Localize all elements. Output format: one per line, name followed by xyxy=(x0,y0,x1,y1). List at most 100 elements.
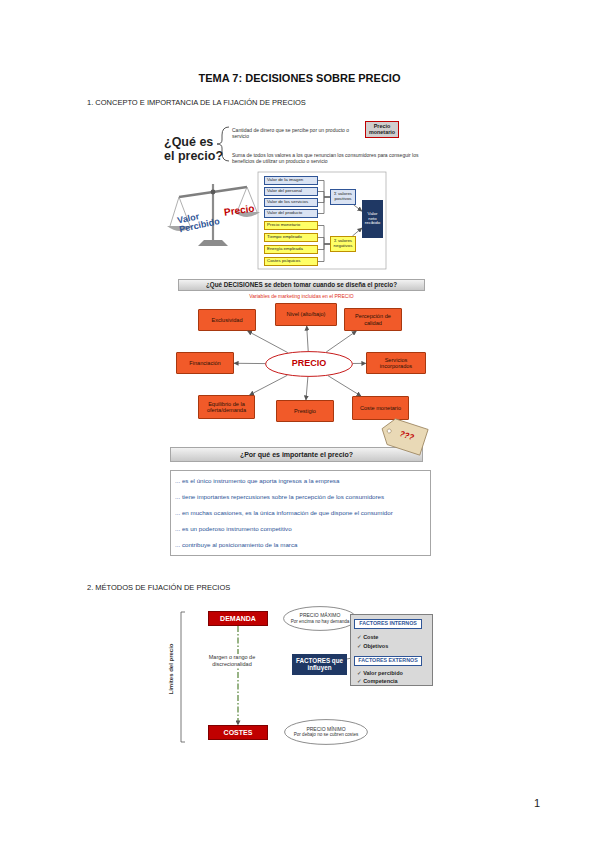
axis-label: Límites del precio xyxy=(168,624,174,714)
box-text: ... es el único instrumento que aporta i… xyxy=(175,477,339,484)
factor-box: FACTORES que influyen xyxy=(292,654,347,675)
connector xyxy=(318,197,330,214)
box-text: FACTORES que influyen xyxy=(293,658,346,672)
box-text: Tiempo empleado xyxy=(267,235,302,240)
limit-box: DEMANDA xyxy=(208,611,268,626)
ellipse-shape xyxy=(266,352,353,377)
variable-box: Equilibrio de la oferta/demanda xyxy=(198,395,255,419)
box-text: Σ valores positivos xyxy=(331,192,355,202)
tag-hole xyxy=(387,428,392,433)
box-text: ... es un poderoso instrumento competiti… xyxy=(175,525,292,532)
table-frame xyxy=(258,172,386,269)
value-item: Valor del producto xyxy=(264,209,318,218)
box-text: ✓ Objetivos xyxy=(357,643,388,649)
callout-ellipse: PRECIO MÍNIMOPor debajo no se cubren cos… xyxy=(284,719,368,745)
callout-ellipse: PRECIO MÁXIMOPor encima no hay demanda xyxy=(283,606,357,631)
box-text: PRECIO MÁXIMO xyxy=(300,613,341,619)
cost-item: Energía empleada xyxy=(264,245,318,254)
box-text: ✓ Coste xyxy=(357,634,378,640)
box-text: ... en muchas ocasiones, es la única inf… xyxy=(175,509,393,516)
definition-text: Suma de todos los valores a los que renu… xyxy=(232,152,437,165)
range-label: Margen o rango de discrecionalidad xyxy=(203,654,261,667)
connector xyxy=(353,363,366,364)
box-text: Precio monetario xyxy=(267,223,300,228)
variable-box: Exclusividad xyxy=(198,309,256,331)
center-ellipse: PRECIO xyxy=(265,351,353,377)
connector xyxy=(250,375,288,395)
connector xyxy=(352,228,362,236)
box-text: Por debajo no se cubren costes xyxy=(294,732,359,737)
page-title: TEMA 7: DECISIONES SOBRE PRECIO xyxy=(0,72,599,84)
box-text: Valor neto recibido xyxy=(363,212,382,227)
variable-box: Prestigio xyxy=(276,400,334,422)
connector xyxy=(326,331,356,352)
header-bar: ¿Qué DECISIONES se deben tomar cuando se… xyxy=(178,279,425,291)
box-text: Valor de los servicios xyxy=(267,200,308,205)
section-heading: 1. CONCEPTO E IMPORTANCIA DE LA FIJACIÓN… xyxy=(87,98,507,107)
box-text: Equilibrio de la oferta/demanda xyxy=(199,401,254,413)
variable-box: Financiación xyxy=(176,352,234,374)
box-text: ¿Qué DECISIONES se deben tomar cuando se… xyxy=(206,282,397,289)
box-text: Energía empleada xyxy=(267,247,303,252)
box-text: Costes psíquicos xyxy=(267,259,300,264)
box-text: Valor del producto xyxy=(267,211,302,216)
box-text: COSTES xyxy=(224,729,253,737)
section-heading: 2. MÉTODOS DE FIJACIÓN DE PRECIOS xyxy=(87,583,507,592)
scale-label: Valor Percibido xyxy=(177,208,224,235)
result-box: Valor neto recibido xyxy=(362,200,383,238)
question-heading: ¿Qué es el precio? xyxy=(164,135,226,164)
box-text: Σ valores negativos xyxy=(331,239,355,249)
connector xyxy=(318,192,330,198)
variable-box: Nivel (alto/bajo) xyxy=(275,303,337,326)
connector xyxy=(306,377,308,400)
box-text: DEMANDA xyxy=(220,615,256,623)
variable-box: Coste monetario xyxy=(352,396,409,420)
box-text: Valor del personal xyxy=(267,189,302,194)
box-text: Financiación xyxy=(187,360,222,366)
connector xyxy=(328,376,361,396)
box-text: Coste monetario xyxy=(358,405,403,411)
box-text: Precio monetario xyxy=(366,124,398,136)
limit-box: COSTES xyxy=(208,725,268,740)
connector xyxy=(318,226,330,245)
box-text: FACTORES EXTERNOS xyxy=(358,658,417,664)
value-item: Valor de los servicios xyxy=(264,198,318,207)
scale-beam xyxy=(179,187,247,197)
connector xyxy=(318,244,330,250)
definition-text: Cantidad de dinero que se percibe por un… xyxy=(232,127,364,139)
box-text: PRECIO MÍNIMO xyxy=(306,727,345,733)
connector xyxy=(237,626,238,725)
connector xyxy=(307,326,309,351)
cost-item: Precio monetario xyxy=(264,221,318,230)
connector xyxy=(248,331,288,353)
ellipse-outline xyxy=(283,606,357,631)
factor-header: FACTORES EXTERNOS xyxy=(354,656,422,666)
connector xyxy=(354,205,362,211)
connector xyxy=(318,181,330,198)
connector xyxy=(318,197,330,203)
page-number: 1 xyxy=(534,797,554,809)
cost-item: Tiempo empleado xyxy=(264,233,318,242)
connector xyxy=(318,244,330,262)
box-text: Nivel (alto/bajo) xyxy=(285,311,328,317)
limit-bracket xyxy=(181,612,182,742)
sum-box: Σ valores positivos xyxy=(330,189,356,205)
price-box: Precio monetario xyxy=(365,121,399,138)
limit-bracket xyxy=(181,612,185,613)
value-item: Valor del personal xyxy=(264,187,318,196)
box-text: ... tiene importantes repercusiones sobr… xyxy=(175,493,384,500)
connector xyxy=(318,238,330,245)
box-text: Por encima no hay demanda xyxy=(291,619,350,624)
ellipse-outline xyxy=(284,719,368,745)
box-text: ¿Por qué es importante el precio? xyxy=(240,451,353,459)
reason-box: ... es el único instrumento que aporta i… xyxy=(170,470,431,556)
scale-pivot xyxy=(211,190,216,195)
box-text: Exclusividad xyxy=(209,317,244,323)
box-text: PRECIO xyxy=(292,359,327,369)
box-text: Servicios incorporados xyxy=(367,357,425,369)
value-item: Valor de la imagen xyxy=(264,176,318,185)
box-text: Percepción de calidad xyxy=(345,313,401,325)
tag-shape xyxy=(378,416,428,455)
box-text: ✓ Competencia xyxy=(357,678,398,684)
